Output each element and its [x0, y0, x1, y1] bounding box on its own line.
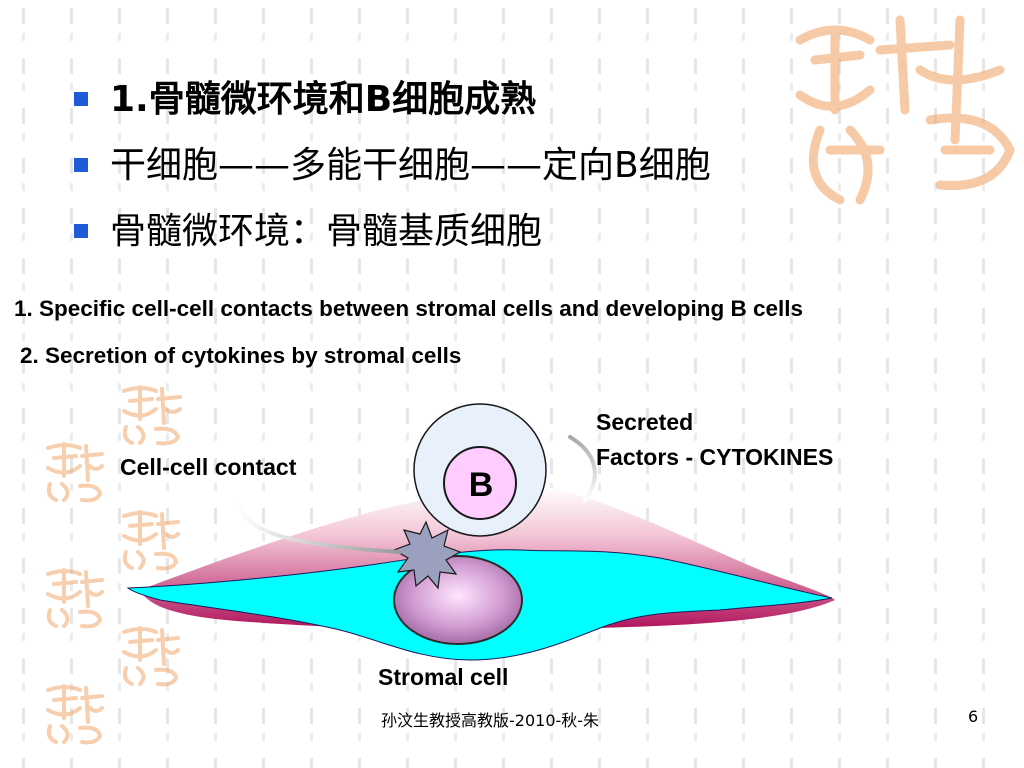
point-cell-contacts: 1. Specific cell-cell contacts between s…: [14, 296, 804, 321]
blue-square-icon: [74, 158, 88, 172]
b-cell-label: B: [468, 466, 494, 504]
page-number: 6: [968, 707, 979, 726]
blue-square-icon: [74, 224, 88, 238]
contact-pointer: [234, 494, 402, 554]
cell-contact-label: Cell-cell contact: [120, 454, 297, 480]
secreted-pointer: [568, 435, 597, 502]
b-cell-inner: [443, 446, 517, 520]
seal-stamp-icon: [46, 442, 104, 503]
seal-stamp-icon: [46, 568, 104, 629]
seal-stamp-icon: [795, 15, 1015, 205]
blue-square-icon: [74, 92, 88, 106]
starburst-icon: [392, 520, 462, 590]
seal-stamp-icon: [122, 385, 182, 446]
seal-stamp-icon: [46, 684, 104, 745]
stromal-cell-label: Stromal cell: [378, 664, 509, 690]
seal-stamp-icon: [122, 510, 180, 571]
bullet-text: 1.骨髓微环境和B细胞成熟: [110, 79, 537, 120]
seal-stamp-icon: [122, 626, 180, 687]
bullet-text: 干细胞——多能干细胞——定向B细胞: [110, 145, 711, 186]
secreted-label-line2: Factors - CYTOKINES: [596, 444, 834, 470]
point-secretion: 2. Secretion of cytokines by stromal cel…: [20, 343, 462, 368]
footer-author: 孙汶生教授高教版-2010-秋-朱: [381, 711, 600, 730]
bullet-text: 骨髓微环境：骨髓基质细胞: [110, 211, 543, 252]
secreted-label-line1: Secreted: [596, 409, 694, 435]
